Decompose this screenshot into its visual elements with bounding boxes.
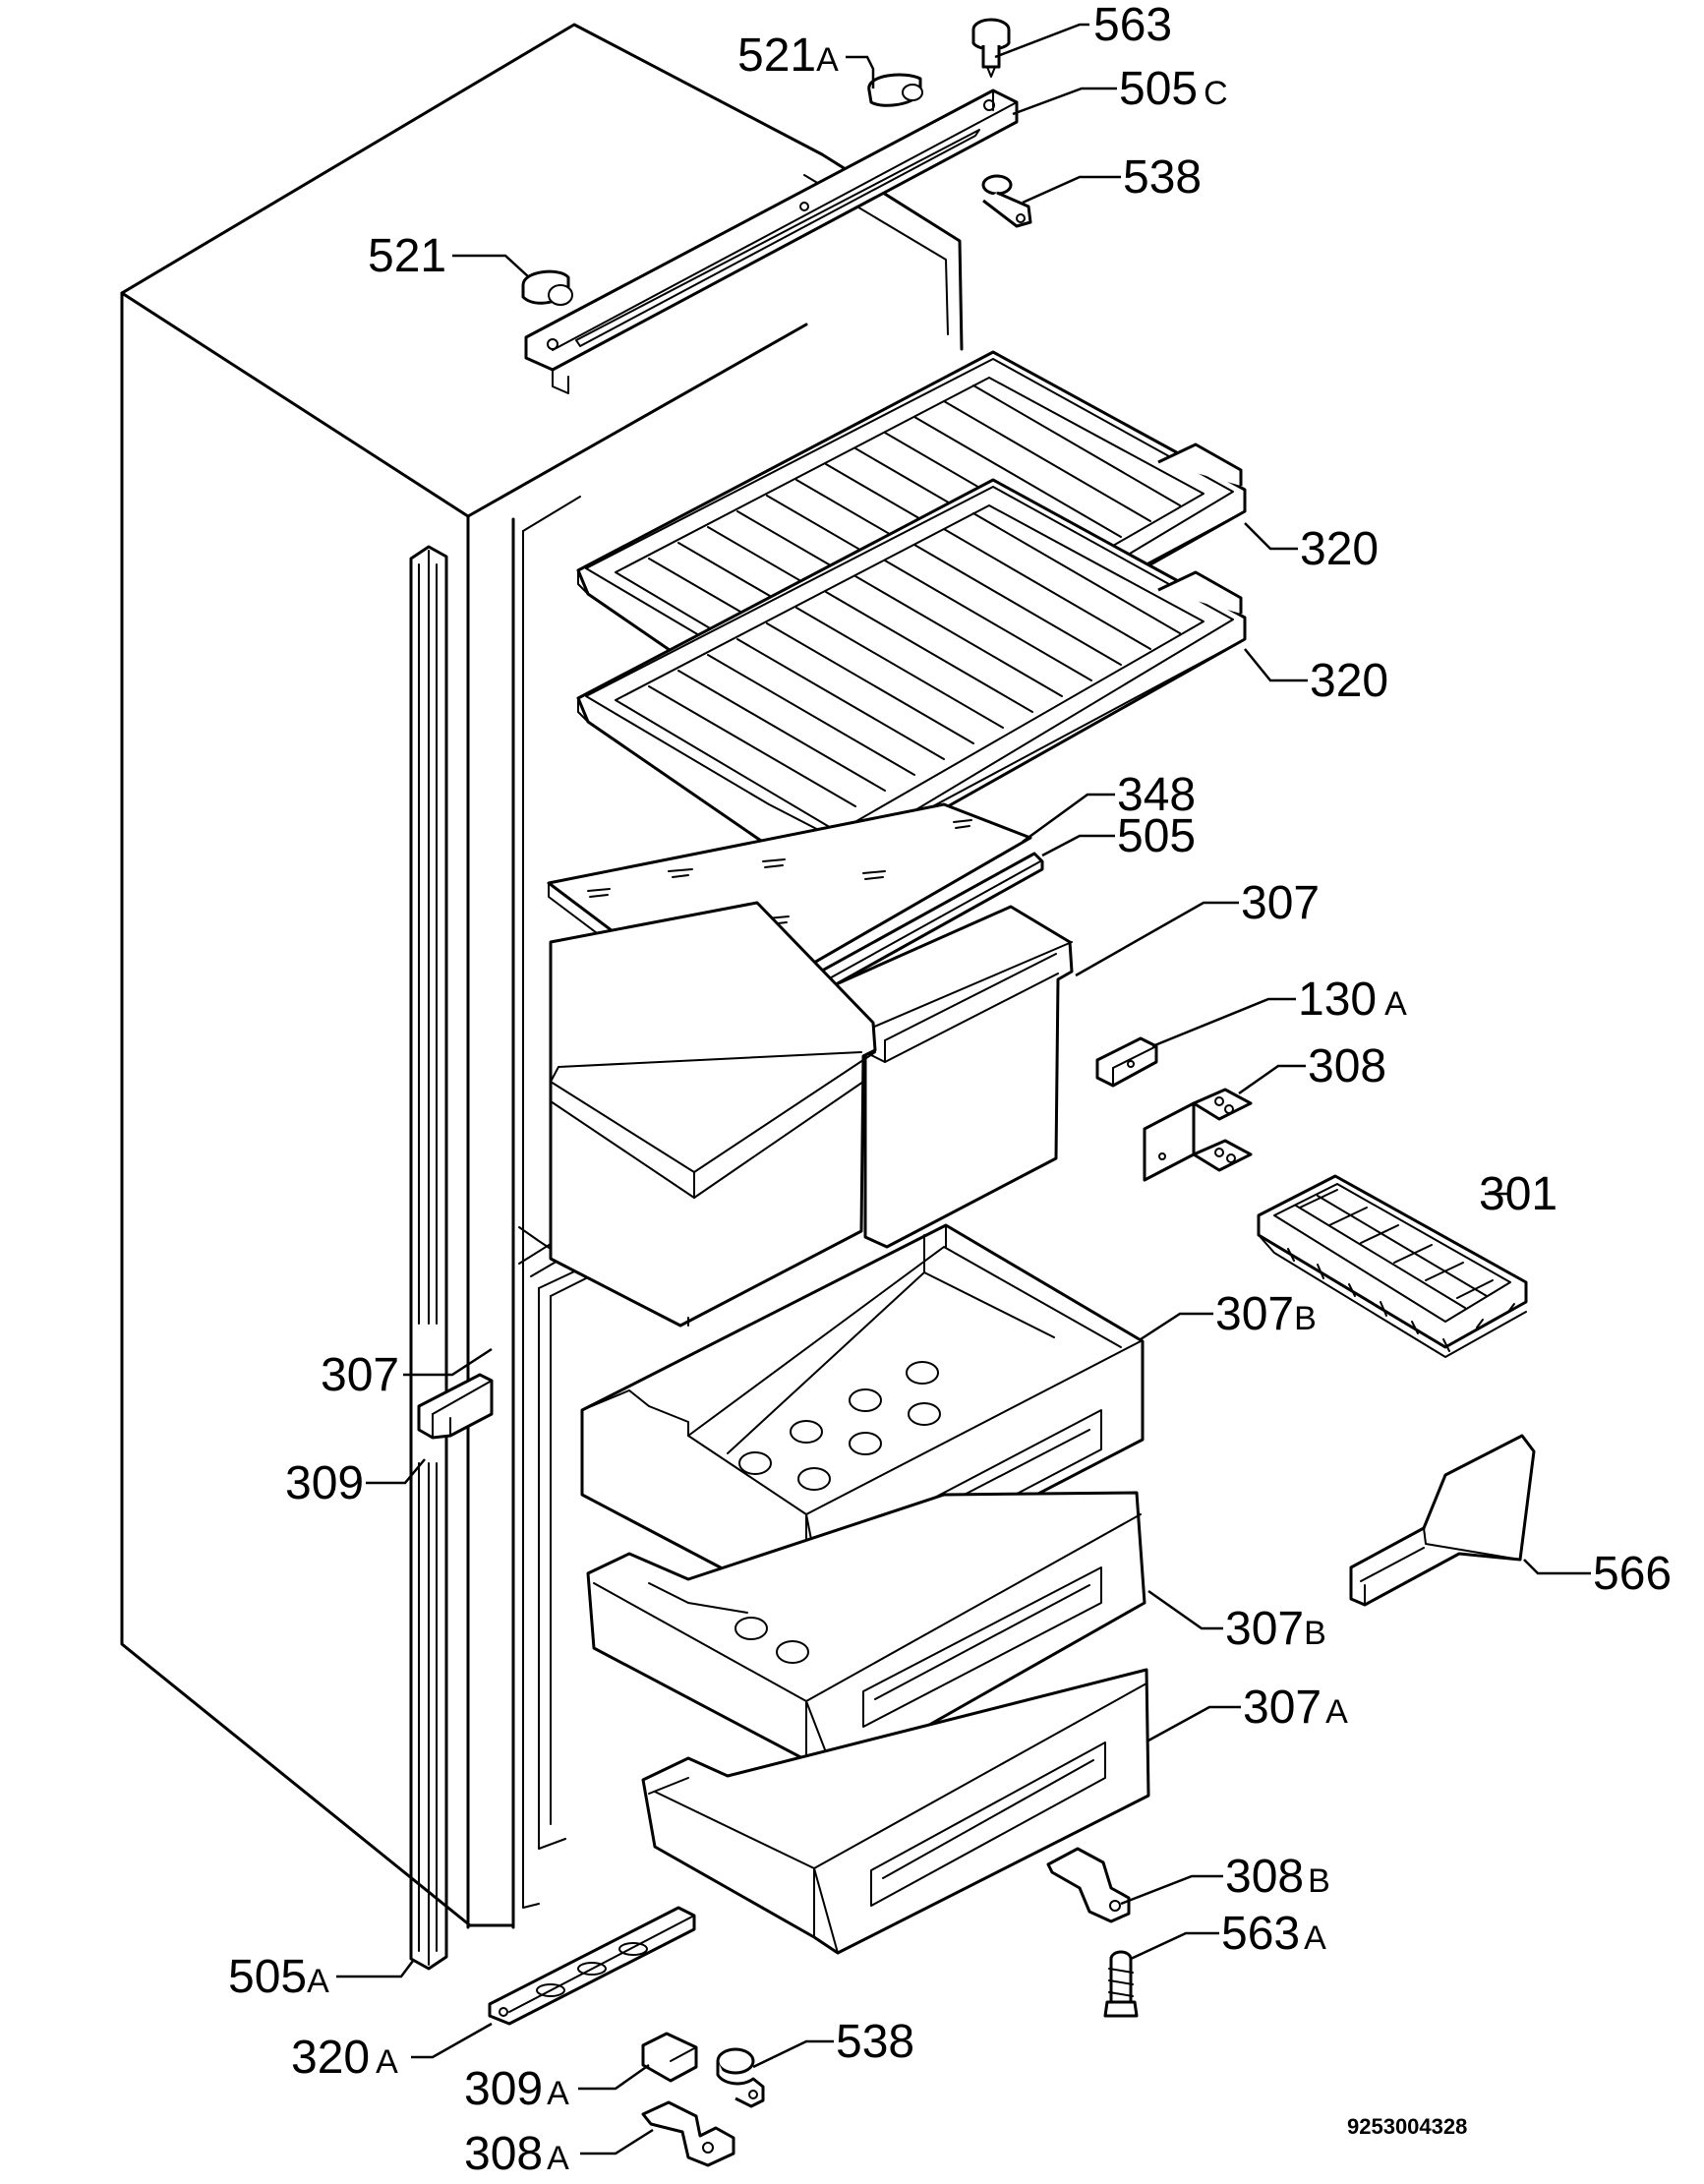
- document-number: 9253004328: [1347, 2114, 1467, 2139]
- callout-505A: 505A: [228, 1951, 329, 2003]
- gasket-block: [1095, 1036, 1158, 1088]
- callout-521: 521: [368, 230, 446, 282]
- callout-308: 308: [1308, 1040, 1386, 1092]
- crisper-drawer-left: [549, 901, 877, 1328]
- callout-301: 301: [1479, 1168, 1557, 1220]
- leader-521A: [846, 55, 875, 89]
- bottom-cover: [641, 2032, 698, 2083]
- freezer-drawer-lower: [586, 1491, 1146, 1780]
- callout-348: 348: [1117, 769, 1196, 821]
- bottom-hinge-bracket: [641, 2100, 735, 2167]
- hinge-middle: [1143, 1088, 1253, 1182]
- callout-320-lower: 320: [1310, 655, 1388, 707]
- callout-566: 566: [1593, 1548, 1672, 1600]
- bottom-hinge-pin: [716, 2047, 765, 2108]
- leader-566: [1523, 1559, 1591, 1575]
- leader-309: [366, 1458, 426, 1485]
- leader-563A: [1130, 1931, 1219, 1961]
- leader-307A: [1147, 1705, 1241, 1742]
- callout-307B-lower: 307B: [1225, 1603, 1326, 1655]
- callout-307-right: 307: [1241, 877, 1320, 929]
- leader-130A: [1151, 997, 1296, 1048]
- shelf-ribs: [648, 512, 1181, 807]
- leader-505C: [1012, 87, 1117, 116]
- freezer-drawer-upper: [580, 1223, 1145, 1615]
- leader-505: [1041, 834, 1115, 857]
- adjustable-foot: [1103, 1950, 1139, 2018]
- bottom-hinge-bar: [488, 1906, 696, 2026]
- leader-521: [452, 254, 530, 278]
- leader-320A: [411, 2022, 493, 2059]
- leader-307-right: [1075, 901, 1239, 977]
- leader-563: [994, 23, 1089, 59]
- hinge-bracket-top: [981, 174, 1032, 228]
- leader-309A: [578, 2063, 650, 2091]
- hinge-pin-top: [971, 18, 1011, 78]
- callout-521A: 521A: [737, 30, 839, 82]
- leader-307B-upper: [1140, 1312, 1213, 1341]
- leader-307-left: [403, 1347, 493, 1377]
- leader-308A: [580, 2128, 654, 2155]
- hinge-cover: [521, 269, 573, 306]
- callout-307B-upper: 307B: [1215, 1288, 1317, 1340]
- callout-309: 309: [285, 1457, 364, 1509]
- leader-308: [1238, 1064, 1306, 1095]
- hinge-cover-top: [867, 73, 923, 107]
- clip-part: [417, 1373, 494, 1440]
- top-hinge-bar: [524, 89, 1019, 394]
- leader-lines: [336, 23, 1591, 2155]
- leader-320-lower: [1244, 648, 1308, 682]
- foot-bracket: [1046, 1847, 1131, 1923]
- drawer-holes: [738, 1361, 941, 1491]
- leader-538-top: [1022, 175, 1121, 205]
- leader-348: [1022, 793, 1115, 844]
- callout-538-top: 538: [1123, 151, 1202, 204]
- ice-scraper: [1349, 1434, 1536, 1607]
- callout-320-upper: 320: [1300, 523, 1379, 575]
- callout-538-bottom: 538: [836, 2016, 914, 2068]
- ice-cube-tray: [1257, 1174, 1528, 1358]
- callout-563: 563: [1093, 0, 1172, 51]
- leader-505A: [336, 1960, 414, 1978]
- leader-320-upper: [1244, 522, 1298, 551]
- freezer-drawer-bottom: [641, 1668, 1150, 1955]
- callout-307-left: 307: [321, 1349, 399, 1401]
- crisper-drawer-right: [814, 905, 1074, 1249]
- callout-505: 505: [1117, 810, 1196, 862]
- leader-307B-lower: [1147, 1589, 1223, 1630]
- door-gasket-strip: [409, 545, 448, 1971]
- leader-538-bottom: [752, 2039, 834, 2069]
- leader-308B: [1120, 1874, 1223, 1906]
